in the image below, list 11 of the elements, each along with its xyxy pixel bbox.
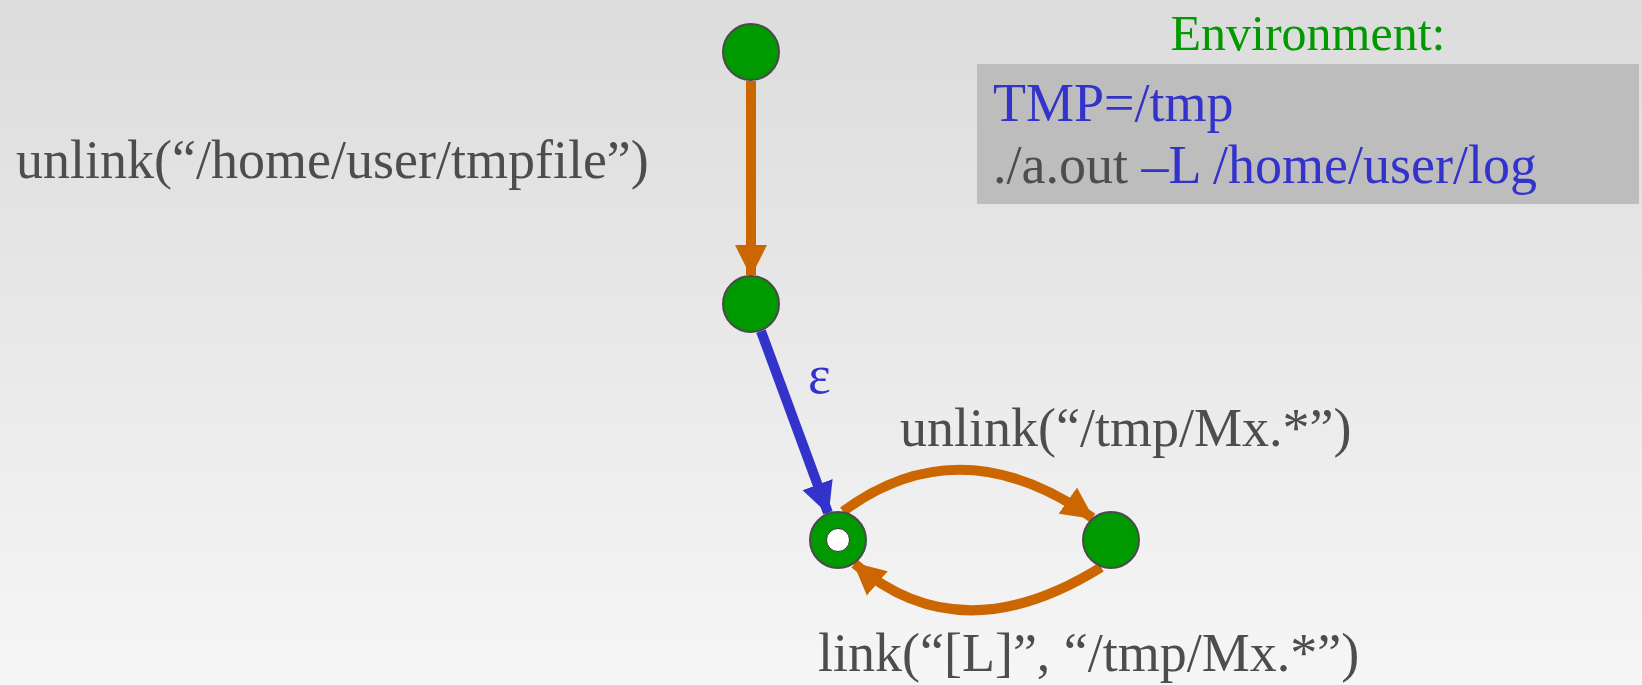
edge-label: ε [808, 345, 831, 405]
environment-heading: Environment: [1169, 8, 1447, 58]
command-text: TMP=/tmp [993, 72, 1235, 134]
arrow [851, 559, 1104, 616]
arrow [735, 81, 767, 277]
edge-label: link(“[L]”, “/tmp/Mx.*”) [818, 623, 1360, 683]
command-text: ./a.out [993, 135, 1128, 195]
edge-label: unlink(“/tmp/Mx.*”) [900, 398, 1352, 458]
arrow [840, 464, 1096, 522]
edge-label: unlink(“/home/user/tmpfile”) [16, 130, 649, 190]
command-text: –L /home/user/log [1141, 135, 1537, 195]
